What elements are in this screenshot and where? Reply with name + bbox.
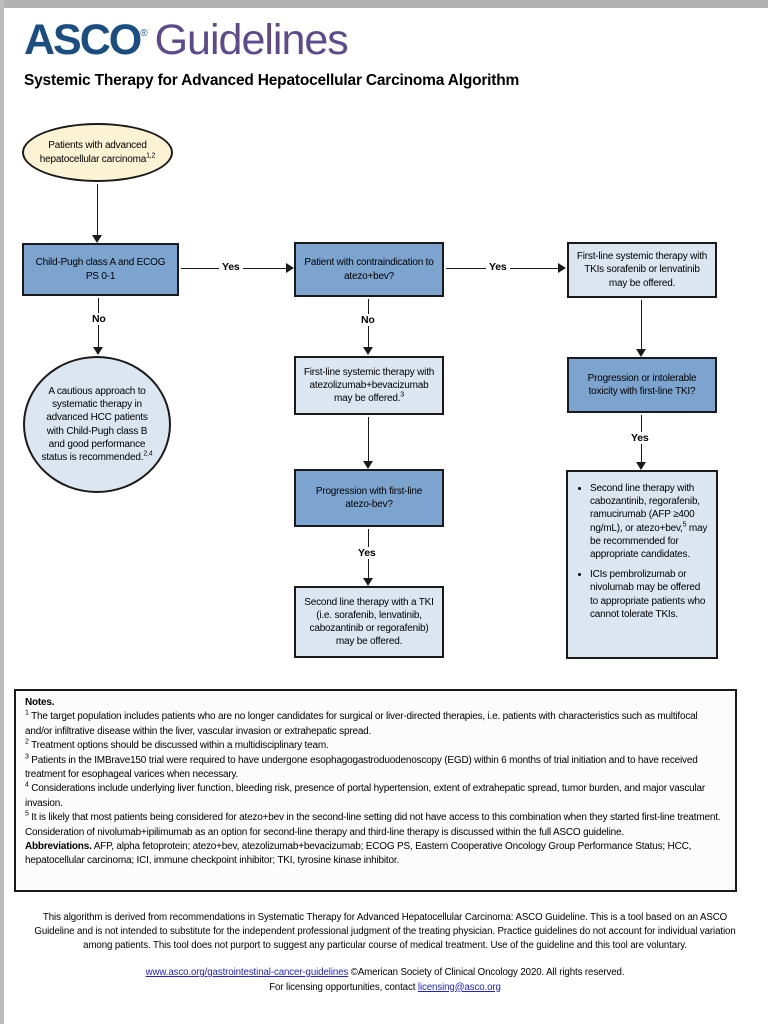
start-node-advanced-hcc: Patients with advanced hepatocellular ca…: [22, 123, 173, 182]
copyright-text: ©American Society of Clinical Oncology 2…: [348, 967, 625, 978]
abbreviations-label: Abbreviations.: [25, 840, 92, 852]
second-line-options-bullet-1: Second line therapy with cabozantinib, r…: [590, 482, 709, 561]
arrowhead-childpugh-contra: [286, 263, 294, 273]
label-yes-childpugh: Yes: [219, 261, 243, 273]
note-3-marker: 3: [25, 753, 29, 761]
action-second-line-tki: Second line therapy with a TKI (i.e. sor…: [294, 586, 444, 658]
note-4-text: Considerations include underlying liver …: [25, 783, 706, 809]
page-edge-top: [0, 0, 768, 8]
action-first-line-atezo-text: First-line systemic therapy with atezoli…: [303, 366, 435, 405]
label-no-contra: No: [358, 314, 378, 326]
label-yes-progression: Yes: [355, 547, 379, 559]
note-5-text: It is likely that most patients being co…: [25, 812, 721, 838]
note-1-marker: 1: [25, 710, 29, 718]
asco-guidelines-logo: ASCO® Guidelines: [24, 16, 349, 65]
licensing-email-link[interactable]: licensing@asco.org: [417, 981, 501, 993]
note-5-marker: 5: [25, 810, 29, 818]
action-first-line-tki: First-line systemic therapy with TKIs so…: [567, 242, 717, 298]
action-first-line-atezo-bev: First-line systemic therapy with atezoli…: [294, 356, 444, 415]
arrowhead-childpugh-cautious: [93, 347, 103, 355]
arrowhead-toxicity-options: [636, 462, 646, 470]
notes-box: Notes. 1 The target population includes …: [14, 689, 737, 892]
note-4-marker: 4: [25, 782, 29, 790]
bullet-1-text-cont: may be recommended for appropriate candi…: [590, 522, 708, 560]
start-node-text: Patients with advanced hepatocellular ca…: [39, 140, 147, 165]
terminal-cautious-text: A cautious approach to systematic therap…: [41, 385, 148, 463]
footer-line-2: For licensing opportunities, contact lic…: [24, 981, 746, 996]
bullet-1-text: Second line therapy with cabozantinib, r…: [590, 483, 700, 534]
decision-progression-atezo-text: Progression with first-line atezo-bev?: [315, 485, 423, 510]
terminal-cautious-footnote: 2,4: [143, 450, 153, 458]
decision-child-pugh: Child-Pugh class A and ECOG PS 0-1: [22, 243, 179, 296]
footer-line-1: www.asco.org/gastrointestinal-cancer-gui…: [24, 966, 746, 981]
decision-progression-toxicity-text: Progression or intolerable toxicity with…: [587, 372, 697, 397]
logo-guidelines-text: Guidelines: [154, 16, 349, 64]
note-1-text: The target population includes patients …: [25, 711, 698, 737]
label-no-childpugh: No: [89, 313, 109, 325]
decision-contraindication-text: Patient with contraindication to atezo+b…: [304, 257, 434, 282]
arrowhead-contra-atezobev: [363, 347, 373, 355]
second-line-options-bullet-2: ICIs pembrolizumab or nivolumab may be o…: [590, 568, 709, 621]
second-line-options-list: Second line therapy with cabozantinib, r…: [573, 482, 709, 628]
action-first-line-atezo-footnote: 3: [400, 391, 404, 399]
bullet-1-footnote: 5: [682, 521, 687, 529]
abbreviations-line: Abbreviations. AFP, alpha fetoprotein; a…: [25, 840, 726, 869]
arrowhead-atezobev-progression: [363, 461, 373, 469]
connector-atezobev-progression: [368, 417, 369, 461]
label-yes-contra: Yes: [486, 261, 510, 273]
decision-progression-toxicity-tki: Progression or intolerable toxicity with…: [567, 357, 717, 413]
decision-contraindication-atezo-bev: Patient with contraindication to atezo+b…: [294, 242, 444, 297]
note-3-text: Patients in the IMBrave150 trial were re…: [25, 754, 698, 780]
disclaimer-text: This algorithm is derived from recommend…: [34, 912, 736, 952]
connector-tki-toxicity: [641, 300, 642, 349]
action-second-line-tki-text: Second line therapy with a TKI (i.e. sor…: [304, 596, 434, 648]
abbreviations-text: AFP, alpha fetoprotein; atezo+bev, atezo…: [25, 840, 692, 867]
arrowhead-start-childpugh: [92, 235, 102, 243]
note-4: 4 Considerations include underlying live…: [25, 782, 726, 811]
licensing-text: For licensing opportunities, contact: [269, 981, 418, 993]
note-2: 2 Treatment options should be discussed …: [25, 739, 726, 753]
note-2-text: Treatment options should be discussed wi…: [28, 740, 329, 752]
note-1: 1 The target population includes patient…: [25, 710, 726, 739]
bullet-2-text: ICIs pembrolizumab or nivolumab may be o…: [590, 569, 706, 620]
arrowhead-contra-tki: [558, 263, 566, 273]
action-first-line-tki-text: First-line systemic therapy with TKIs so…: [576, 251, 708, 289]
decision-child-pugh-text: Child-Pugh class A and ECOG PS 0-1: [35, 257, 166, 282]
terminal-cautious-approach: A cautious approach to systematic therap…: [23, 356, 171, 493]
label-yes-toxicity: Yes: [628, 432, 652, 444]
page-title: Systemic Therapy for Advanced Hepatocell…: [24, 72, 520, 89]
note-2-marker: 2: [25, 738, 29, 746]
footer: www.asco.org/gastrointestinal-cancer-gui…: [24, 966, 746, 995]
action-second-line-options: Second line therapy with cabozantinib, r…: [566, 470, 718, 659]
arrowhead-tki-toxicity: [636, 349, 646, 357]
note-3: 3 Patients in the IMBrave150 trial were …: [25, 753, 726, 783]
note-5: 5 It is likely that most patients being …: [25, 811, 726, 840]
registered-mark: ®: [140, 28, 148, 39]
start-node-footnote: 1,2: [146, 152, 156, 160]
notes-heading: Notes.: [25, 697, 55, 708]
connector-start-childpugh: [97, 184, 98, 235]
logo-asco-text: ASCO: [24, 16, 142, 64]
page-edge-left: [0, 0, 4, 1024]
arrowhead-progression-secondline: [363, 578, 373, 586]
decision-progression-atezo-bev: Progression with first-line atezo-bev?: [294, 469, 444, 527]
guidelines-url-link[interactable]: www.asco.org/gastrointestinal-cancer-gui…: [145, 967, 349, 978]
